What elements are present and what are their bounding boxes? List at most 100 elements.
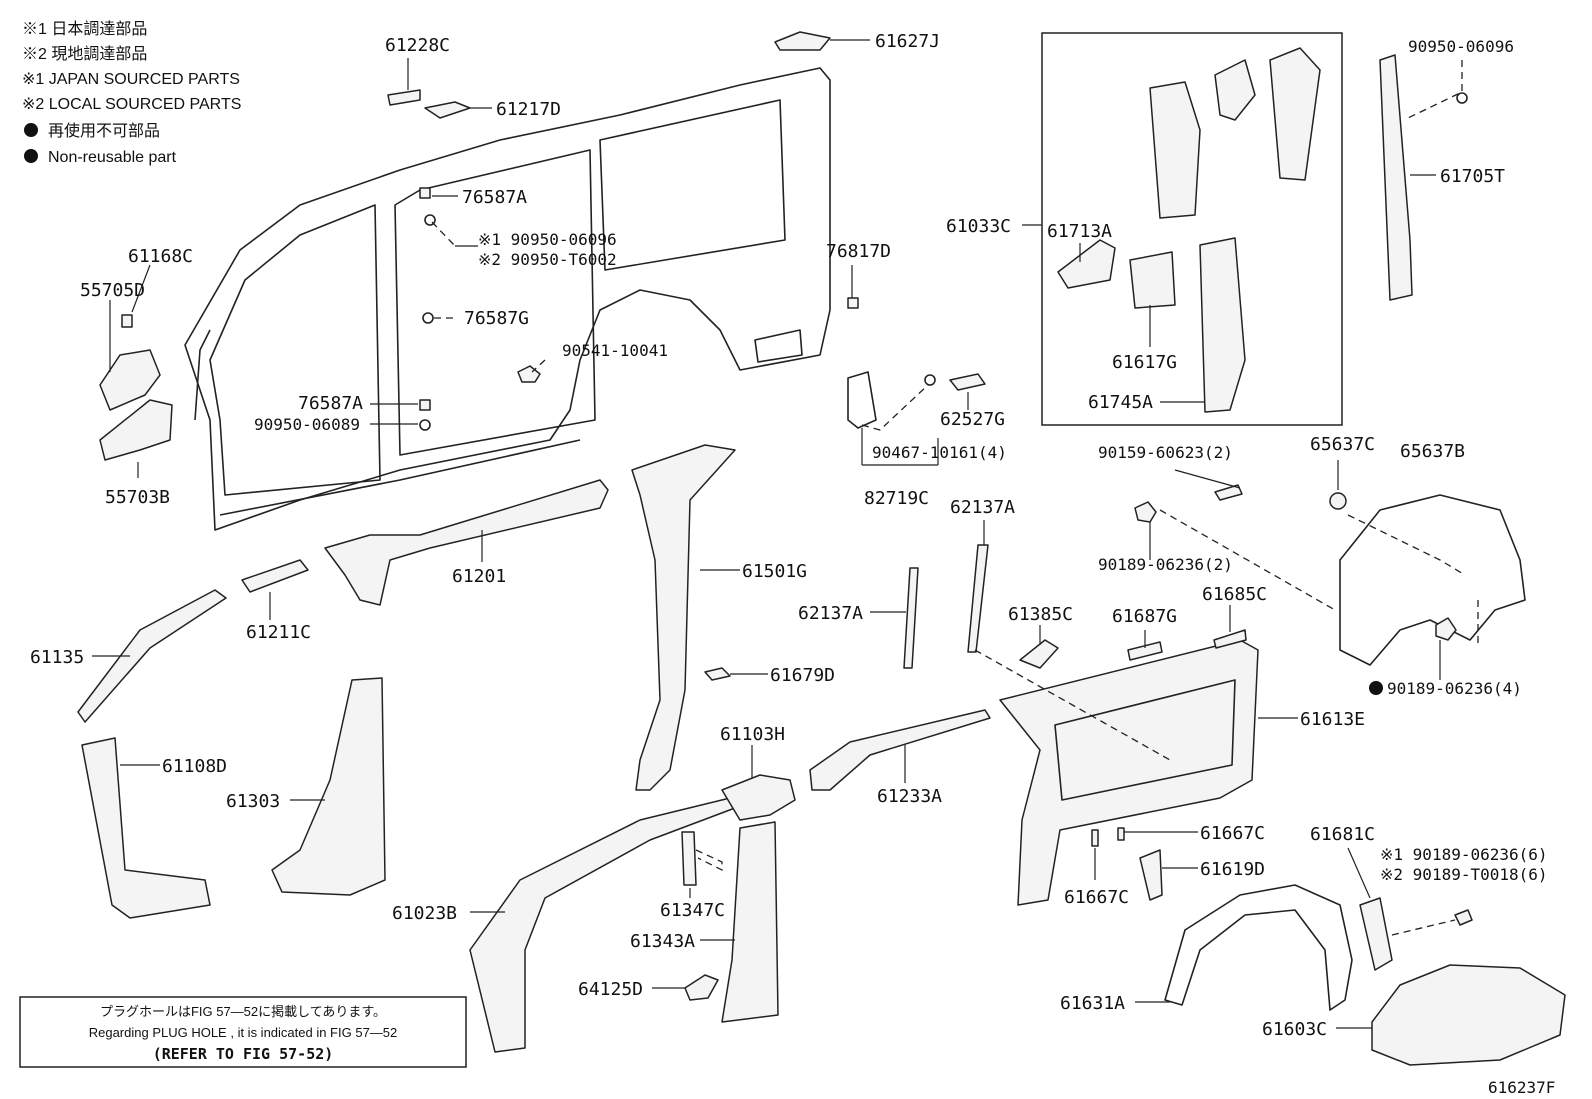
side-outer-panel (184, 67, 831, 531)
part-82719C-shape (847, 371, 877, 429)
label-61303: 61303 (226, 791, 280, 812)
label-61108D: 61108D (162, 756, 227, 777)
label-61343A: 61343A (630, 931, 695, 952)
clip-65637C-shape (1329, 492, 1347, 510)
part-labels: 61228C 61627J 61217D 76587A ※1 90950-060… (30, 31, 1555, 1097)
label-61627J: 61627J (875, 31, 940, 52)
label-90950-06089: 90950-06089 (254, 415, 360, 434)
label-61617G: 61617G (1112, 352, 1177, 373)
part-76587A-lower-shape (419, 399, 431, 411)
part-62137A-strip-1-shape (903, 567, 919, 669)
part-61631A-shape (1164, 884, 1353, 1011)
part-61347C-shape (681, 831, 697, 886)
inset-box (1041, 32, 1343, 426)
part-61617G-inset-shape (1129, 251, 1176, 309)
plug-hole-note: プラグホールはFIG 57—52に掲載してあります。 Regarding PLU… (19, 996, 467, 1068)
non-reusable-dot-icon (24, 149, 38, 163)
part-61343A-shape (721, 821, 779, 1023)
part-64125D-shape (684, 974, 719, 1001)
legend-line-3: ※1 JAPAN SOURCED PARTS (22, 71, 240, 88)
label-61681C: 61681C (1310, 824, 1375, 845)
inset-part-2-shape (1214, 59, 1256, 121)
part-61603C-shape (1371, 964, 1566, 1066)
label-61023B: 61023B (392, 903, 457, 924)
label-90541-10041: 90541-10041 (562, 341, 668, 360)
part-61713A-inset-shape (1057, 239, 1116, 289)
label-65637C: 65637C (1310, 434, 1375, 455)
part-61679D-shape (704, 667, 731, 681)
label-61679D: 61679D (770, 665, 835, 686)
label-61713A: 61713A (1047, 221, 1112, 242)
label-61613E: 61613E (1300, 709, 1365, 730)
label-61217D: 61217D (496, 99, 561, 120)
part-55703B-shape (99, 399, 173, 461)
part-61687G-shape (1127, 641, 1163, 661)
label-76587A-top: 76587A (462, 187, 527, 208)
part-61627J-shape (774, 31, 831, 51)
note-jp: プラグホールはFIG 57—52に掲載してあります。 (100, 1004, 386, 1019)
label-90189-T0018: ※2 90189-T0018(6) (1380, 865, 1548, 884)
inset-part-3-shape (1269, 47, 1321, 181)
clip-90189-06236-2-shape (1134, 501, 1157, 523)
figure-id: 616237F (1488, 1078, 1555, 1097)
part-61135-shape (77, 589, 227, 723)
plug-90950-06096-shape (424, 214, 436, 226)
label-82719C: 82719C (864, 488, 929, 509)
label-61211C: 61211C (246, 622, 311, 643)
legend-line-2: ※2 現地調達部品 (22, 45, 147, 63)
part-61501G-shape (631, 444, 736, 791)
part-61681C-shape (1359, 897, 1393, 971)
label-61667C-b: 61667C (1064, 887, 1129, 908)
label-90467-10161: 90467-10161(4) (872, 443, 1007, 462)
label-61103H: 61103H (720, 724, 785, 745)
clip-90189-06236-6-shape (1454, 909, 1473, 926)
label-61745A: 61745A (1088, 392, 1153, 413)
label-90159-60623: 90159-60623(2) (1098, 443, 1233, 462)
label-76587A-mid: 76587A (298, 393, 363, 414)
plug-76587G-shape (422, 312, 434, 324)
label-61385C: 61385C (1008, 604, 1073, 625)
label-61631A: 61631A (1060, 993, 1125, 1014)
label-61233A: 61233A (877, 786, 942, 807)
part-61303-shape (271, 677, 386, 896)
label-90189-06236-4: 90189-06236(4) (1387, 679, 1522, 698)
part-61685C-shape (1213, 629, 1247, 649)
part-61745A-inset-shape (1199, 237, 1246, 413)
part-61619D-shape (1139, 849, 1163, 901)
part-61705T-shape (1379, 54, 1413, 301)
part-61233A-shape (809, 709, 991, 791)
label-61501G: 61501G (742, 561, 807, 582)
clip-90189-06236-4-shape (1435, 617, 1457, 641)
label-90950-06096-r: 90950-06096 (1408, 37, 1514, 56)
legend-line-6: Non-reusable part (48, 149, 177, 166)
label-90950-T6002: ※2 90950-T6002 (478, 250, 617, 269)
label-61685C: 61685C (1202, 584, 1267, 605)
plug-90950-06096-r-shape (1456, 92, 1468, 104)
label-76587G: 76587G (464, 308, 529, 329)
label-61033C: 61033C (946, 216, 1011, 237)
label-55703B: 55703B (105, 487, 170, 508)
label-61228C: 61228C (385, 35, 450, 56)
plug-90950-06089-shape (419, 419, 431, 431)
label-62137A-top: 62137A (950, 497, 1015, 518)
label-61135: 61135 (30, 647, 84, 668)
leader-lines (92, 39, 1479, 1029)
part-76587A-shape (419, 187, 431, 199)
label-55705D: 55705D (80, 280, 145, 301)
label-64125D: 64125D (578, 979, 643, 1000)
part-61385C-shape (1019, 639, 1059, 669)
label-61667C-a: 61667C (1200, 823, 1265, 844)
label-90189-06236-6: ※1 90189-06236(6) (1380, 845, 1548, 864)
part-61201-shape (324, 479, 609, 606)
non-reusable-dot-icon (1369, 681, 1383, 695)
note-en: Regarding PLUG HOLE , it is indicated in… (89, 1025, 398, 1040)
label-61168C: 61168C (128, 246, 193, 267)
label-61347C: 61347C (660, 900, 725, 921)
part-65637B-shape (1339, 494, 1526, 666)
legend: ※1 日本調達部品 ※2 現地調達部品 ※1 JAPAN SOURCED PAR… (22, 20, 241, 166)
inset-part-1-shape (1149, 81, 1201, 219)
part-61217D-shape (424, 101, 471, 119)
label-61619D: 61619D (1200, 859, 1265, 880)
label-62137A-mid: 62137A (798, 603, 863, 624)
